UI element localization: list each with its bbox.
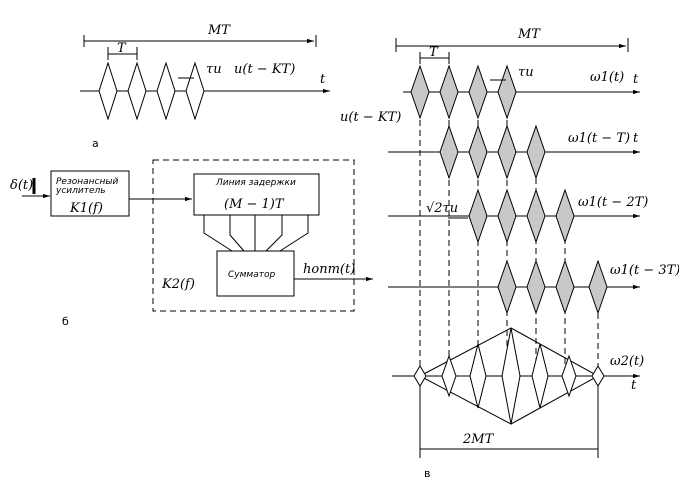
resonant-title-line1: Резонансный — [56, 177, 118, 187]
row3-pulse-4 — [555, 188, 575, 244]
signal-label: u(t − KT) — [234, 62, 295, 77]
panel-v-label: в — [424, 467, 430, 480]
row1-pulse-4 — [497, 64, 517, 120]
summator-block — [216, 250, 295, 297]
row4-pulse-4 — [588, 259, 608, 315]
sum-pulse-6 — [561, 354, 577, 398]
pulse-3 — [156, 61, 176, 121]
sqrt-tau-label: √2τи — [426, 201, 458, 216]
row4-pulse-1 — [497, 259, 517, 315]
pulse-2 — [127, 61, 147, 121]
sum-label: ω2(t) — [610, 354, 644, 369]
panel-b: δ(t) Резонансный усилитель K1(f) K2(f) Л… — [10, 159, 373, 328]
row1-pulse-2 — [439, 64, 459, 120]
row4-pulse-3 — [555, 259, 575, 315]
sum-pulse-5 — [531, 343, 549, 409]
mt-label: MT — [207, 23, 231, 38]
v-mt-label: MT — [517, 27, 541, 42]
row2-label: ω1(t − T) — [568, 131, 630, 146]
row4-label: ω1(t − 3T) — [610, 263, 679, 278]
summator-title: Сумматор — [228, 270, 275, 280]
sum-pulse-2 — [441, 354, 457, 398]
panel-b-label: б — [62, 315, 69, 328]
v-input-label: u(t − KT) — [340, 110, 401, 125]
sum-pulses — [413, 327, 605, 425]
row1-pulse-1 — [410, 64, 430, 120]
delay-title: Линия задержки — [215, 178, 296, 188]
filter-label: K2(f) — [161, 277, 195, 292]
panel-a-label: а — [92, 137, 99, 150]
row1-axis-t: t — [633, 72, 639, 87]
tap-4 — [265, 215, 283, 252]
delay-formula: (M − 1)T — [224, 197, 285, 212]
sum-pulse-4 — [501, 327, 521, 425]
delay-taps — [203, 215, 309, 252]
sum-pulse-7 — [591, 365, 605, 387]
row2-axis-t: t — [633, 131, 639, 146]
row3-pulse-2 — [497, 188, 517, 244]
row2-pulse-1 — [439, 124, 459, 180]
row1-pulse-3 — [468, 64, 488, 120]
row5-axis-t: t — [631, 378, 637, 393]
resonant-amplifier-block — [50, 170, 130, 217]
axis-t-label: t — [320, 72, 326, 87]
delay-line-block — [193, 173, 320, 216]
row2-pulse-4 — [526, 124, 546, 180]
v-tau-label: τи — [518, 65, 534, 80]
resonant-title: Резонансный усилитель — [55, 177, 121, 196]
pulse-1 — [98, 61, 118, 121]
resonant-title-line2: усилитель — [55, 186, 106, 196]
tap-5 — [279, 215, 309, 252]
sum-pulse-3 — [469, 343, 487, 409]
period-label: T — [117, 41, 127, 56]
tap-2 — [229, 215, 245, 252]
row3-label: ω1(t − 2T) — [578, 195, 648, 210]
v-period-label: T — [429, 45, 439, 60]
row3-pulse-1 — [468, 188, 488, 244]
row3-pulse-3 — [526, 188, 546, 244]
panel-v: MT T t τи ω1(t) u(t − KT) t — [340, 27, 679, 480]
tau-label: τи — [206, 62, 222, 77]
delta-input-label: δ(t) — [10, 178, 33, 193]
panel-a: MT T t τи u(t − KT) а — [80, 23, 330, 150]
row1-label: ω1(t) — [590, 70, 624, 85]
output-label: hопт(t) — [303, 262, 355, 277]
tap-1 — [203, 215, 233, 252]
pulse-4 — [185, 61, 205, 121]
row2-pulse-3 — [497, 124, 517, 180]
sum-pulse-1 — [413, 365, 427, 387]
bottom-span-label: 2MT — [462, 432, 495, 447]
filter-frame — [152, 159, 355, 312]
row4-pulse-2 — [526, 259, 546, 315]
row2-pulse-2 — [468, 124, 488, 180]
resonant-formula: K1(f) — [69, 201, 103, 216]
